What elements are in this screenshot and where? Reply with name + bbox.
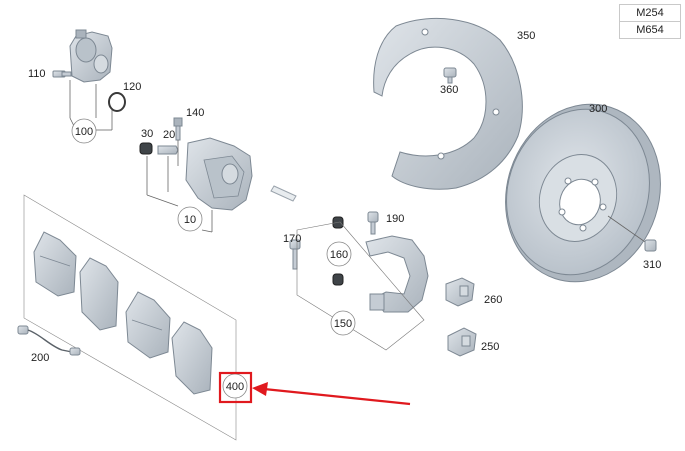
brake-dust-shield[interactable] (373, 17, 523, 190)
part-number-110[interactable]: 110 (28, 68, 46, 80)
shield-hole (437, 152, 445, 160)
part-number-350[interactable]: 350 (517, 30, 535, 42)
caliper-bolt[interactable] (270, 185, 297, 202)
highlight-box (218, 371, 253, 404)
part-number-20[interactable]: 20 (163, 129, 175, 141)
dust-shield-group: 350 360 (373, 17, 535, 190)
highlight-arrow (252, 382, 411, 406)
part-number-100[interactable]: 100 (75, 126, 93, 138)
brake-caliper-group: 10 30 20 140 (139, 107, 297, 233)
part-number-400[interactable]: 400 (226, 381, 244, 393)
brake-pad-4[interactable] (171, 321, 213, 395)
shield-hole (492, 108, 500, 116)
part-number-190[interactable]: 190 (386, 213, 404, 225)
guide-pin-bushing[interactable] (139, 142, 153, 155)
guide-pin[interactable] (157, 145, 179, 155)
caliper-carrier-group: 160 150 170 190 (283, 211, 429, 351)
model-row: M654 (619, 21, 681, 39)
part-number-310[interactable]: 310 (643, 259, 661, 271)
brake-pad-2[interactable] (79, 257, 119, 331)
part-number-170[interactable]: 170 (283, 233, 301, 245)
parking-brake-motor-group: 100 110 120 (28, 29, 141, 144)
carrier-bolt[interactable] (367, 211, 379, 235)
part-number-140[interactable]: 140 (186, 107, 204, 119)
part-number-250[interactable]: 250 (481, 341, 499, 353)
part-number-150[interactable]: 150 (334, 318, 352, 330)
part-number-360[interactable]: 360 (440, 84, 458, 96)
caliper-housing[interactable] (185, 137, 253, 211)
callout-circle (330, 310, 356, 336)
pad-set-outline (23, 194, 237, 441)
callout-circle (71, 118, 97, 144)
brake-disc[interactable] (483, 84, 683, 302)
part-number-120[interactable]: 120 (123, 81, 141, 93)
model-code[interactable]: M654 (619, 21, 681, 39)
motor-o-ring[interactable] (108, 92, 126, 112)
shield-hole (421, 28, 429, 36)
brake-pad-set-group: 200 400 (17, 194, 253, 441)
disc-screw[interactable] (607, 215, 657, 252)
caliper-carrier[interactable] (365, 235, 429, 313)
brake-pad-3[interactable] (125, 291, 171, 359)
part-number-10[interactable]: 10 (184, 214, 196, 226)
brake-pad-1[interactable] (33, 231, 77, 297)
brake-disc-group: 300 310 (483, 84, 683, 302)
spring-clip-upper[interactable] (445, 277, 475, 307)
spring-clips-group: 260 250 (445, 277, 502, 357)
wear-sensor[interactable] (17, 325, 81, 356)
shield-screw[interactable] (443, 67, 457, 84)
part-number-260[interactable]: 260 (484, 294, 502, 306)
spring-clip-lower[interactable] (447, 327, 477, 357)
group-100-leader-lines (69, 80, 113, 131)
group-10-leader-lines (146, 140, 213, 233)
part-number-160[interactable]: 160 (330, 249, 348, 261)
part-number-300[interactable]: 300 (589, 103, 607, 115)
part-number-200[interactable]: 200 (31, 352, 49, 364)
model-table: M254 M654 (619, 4, 681, 39)
actuator-motor[interactable] (69, 29, 113, 83)
part-number-30[interactable]: 30 (141, 128, 153, 140)
callout-circle (326, 241, 352, 267)
callout-circle (177, 206, 203, 232)
motor-screw[interactable] (52, 70, 72, 78)
caliper-mounting-bolt[interactable] (289, 239, 301, 270)
group-150-outline (296, 221, 425, 351)
